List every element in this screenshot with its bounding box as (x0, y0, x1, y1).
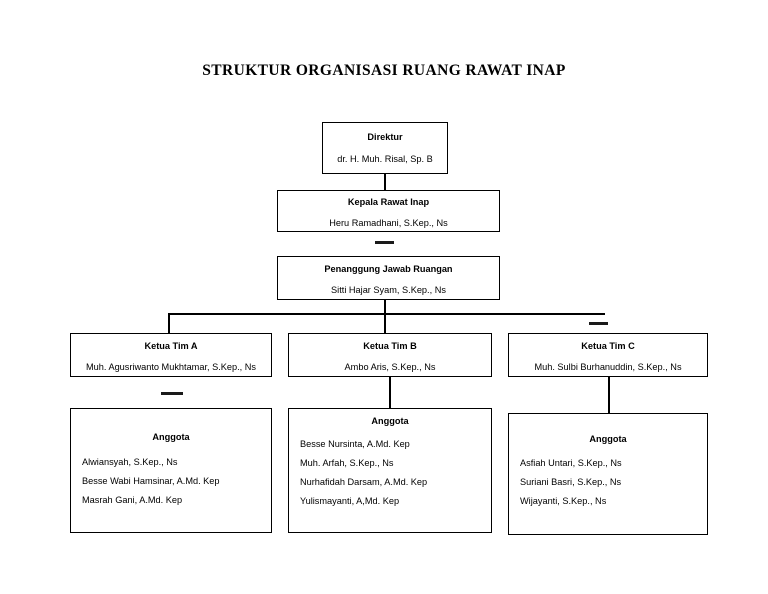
node-anggota-tim-c: Anggota Asfiah Untari, S.Kep., Ns Suriani… (508, 413, 708, 535)
direktur-role: Direktur (367, 132, 403, 142)
tim-b-role: Ketua Tim B (363, 341, 417, 351)
connector-bus-tim-c (589, 322, 608, 325)
node-penanggung-jawab-ruangan: Penanggung Jawab Ruangan Sitti Hajar Sya… (277, 256, 500, 300)
tim-a-role: Ketua Tim A (144, 341, 198, 351)
connector-tim-c-anggota (608, 377, 610, 413)
tim-c-role: Ketua Tim C (581, 341, 635, 351)
penanggung-person: Sitti Hajar Syam, S.Kep., Ns (331, 285, 446, 296)
connector-bus-horizontal (168, 313, 605, 315)
node-ketua-tim-c: Ketua Tim C Muh. Sulbi Burhanuddin, S.Ke… (508, 333, 708, 377)
node-anggota-tim-a: Anggota Alwiansyah, S.Kep., Ns Besse Wabi… (70, 408, 272, 533)
list-item: Muh. Arfah, S.Kep., Ns (300, 458, 394, 469)
kepala-role: Kepala Rawat Inap (347, 197, 430, 207)
node-direktur: Direktur dr. H. Muh. Risal, Sp. B (322, 122, 448, 174)
tim-a-person: Muh. Agusriwanto Mukhtamar, S.Kep., Ns (85, 362, 257, 373)
anggota-b-title: Anggota (371, 416, 409, 426)
kepala-person: Heru Ramadhani, S.Kep., Ns (329, 218, 448, 229)
connector-direktur-kepala (384, 174, 386, 190)
connector-bus-tim-a (168, 313, 170, 333)
list-item: Besse Nursinta, A.Md. Kep (300, 439, 410, 450)
connector-tim-b-anggota (389, 377, 391, 408)
direktur-person: dr. H. Muh. Risal, Sp. B (337, 154, 433, 165)
connector-penanggung-bus (384, 300, 386, 333)
anggota-c-title: Anggota (589, 434, 627, 444)
penanggung-role: Penanggung Jawab Ruangan (324, 264, 453, 274)
node-ketua-tim-a: Ketua Tim A Muh. Agusriwanto Mukhtamar, … (70, 333, 272, 377)
anggota-a-list: Alwiansyah, S.Kep., Ns Besse Wabi Hamsina… (71, 457, 271, 506)
list-item: Asfiah Untari, S.Kep., Ns (520, 458, 622, 469)
connector-kepala-penanggung (375, 241, 394, 244)
list-item: Suriani Basri, S.Kep., Ns (520, 477, 622, 488)
node-kepala-rawat-inap: Kepala Rawat Inap Heru Ramadhani, S.Kep.… (277, 190, 500, 232)
list-item: Alwiansyah, S.Kep., Ns (82, 457, 178, 468)
page-title: STRUKTUR ORGANISASI RUANG RAWAT INAP (202, 62, 566, 79)
list-item: Wijayanti, S.Kep., Ns (520, 496, 607, 507)
tim-c-person: Muh. Sulbi Burhanuddin, S.Kep., Ns (534, 362, 682, 373)
node-ketua-tim-b: Ketua Tim B Ambo Aris, S.Kep., Ns (288, 333, 492, 377)
connector-tim-a-anggota (161, 392, 183, 395)
list-item: Nurhafidah Darsam, A.Md. Kep (300, 477, 428, 488)
list-item: Besse Wabi Hamsinar, A.Md. Kep (82, 476, 220, 487)
tim-b-person: Ambo Aris, S.Kep., Ns (344, 362, 436, 373)
anggota-a-title: Anggota (152, 432, 190, 442)
list-item: Masrah Gani, A.Md. Kep (82, 495, 183, 506)
list-item: Yulismayanti, A,Md. Kep (300, 496, 400, 507)
anggota-c-list: Asfiah Untari, S.Kep., Ns Suriani Basri, … (509, 458, 707, 507)
